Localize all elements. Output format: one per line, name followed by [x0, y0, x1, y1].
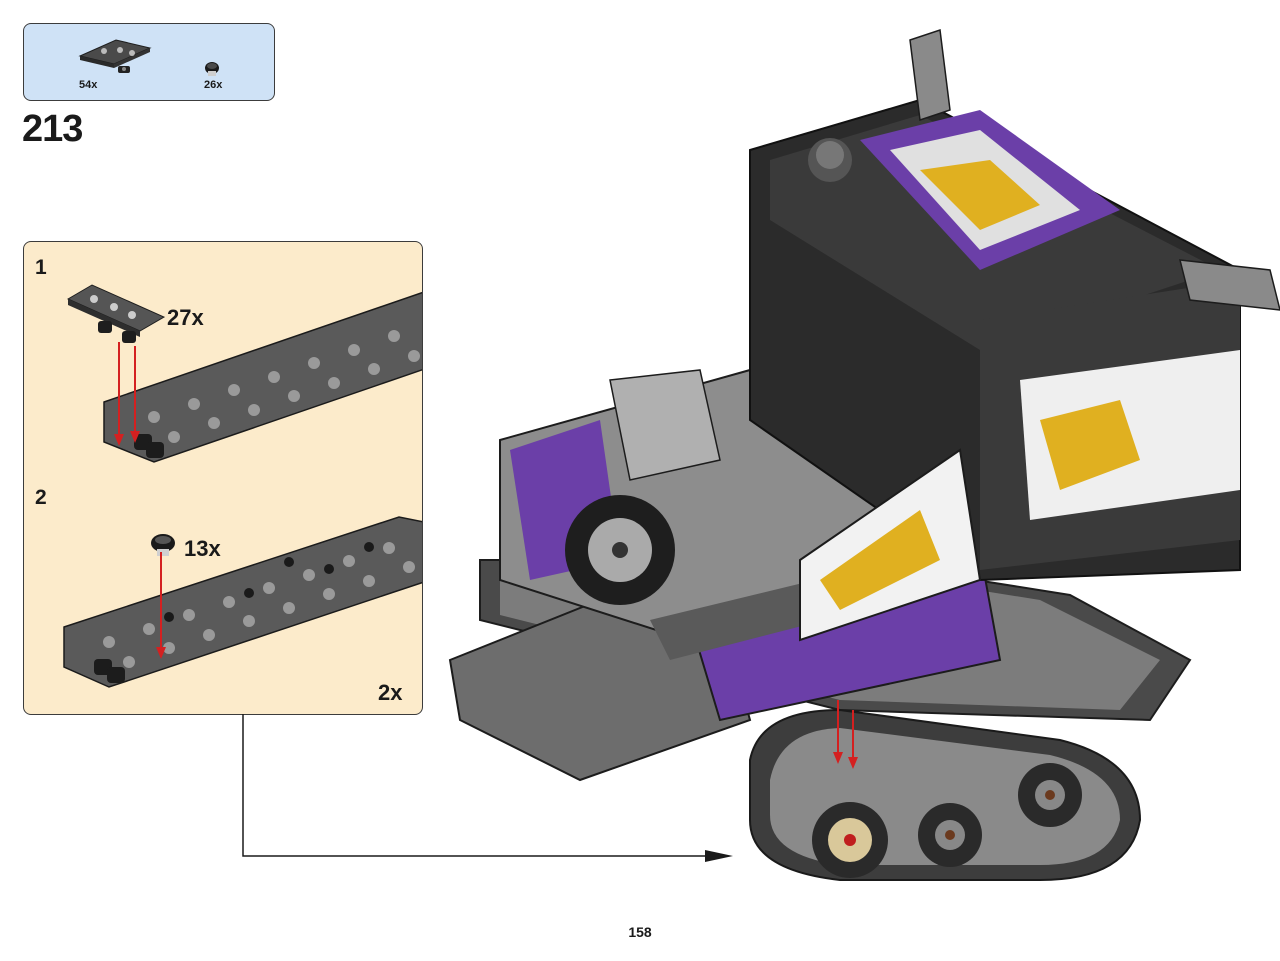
assembly-arrows-1 — [114, 342, 140, 446]
round-plug-quantity: 26x — [204, 79, 223, 91]
cab — [749, 28, 1280, 642]
front-track — [749, 708, 1142, 881]
single-plug-icon — [151, 534, 175, 556]
step-number: 213 — [22, 108, 83, 150]
subassembly-box: 1 27x 2 13x — [23, 241, 423, 715]
substep-1-number: 1 — [35, 256, 47, 279]
model-placement-arrows — [833, 700, 858, 769]
track-link-quantity: 54x — [79, 79, 98, 91]
assembly-arrow-2 — [156, 552, 166, 659]
page-number: 158 — [628, 924, 652, 940]
vehicle-model-illustration — [448, 28, 1280, 881]
round-plug-icon — [205, 62, 219, 76]
substep-1-quantity: 27x — [167, 305, 204, 330]
track-link-icon — [78, 39, 152, 73]
substep-2-quantity: 13x — [184, 536, 221, 561]
subassembly-multiplier: 2x — [378, 680, 403, 705]
substep-2-number: 2 — [35, 486, 47, 509]
track-strip-2-illustration — [63, 516, 422, 688]
parts-list-box: 54x 26x — [23, 23, 275, 101]
single-track-link-icon — [66, 284, 166, 343]
track-strip-1-illustration — [103, 291, 422, 463]
